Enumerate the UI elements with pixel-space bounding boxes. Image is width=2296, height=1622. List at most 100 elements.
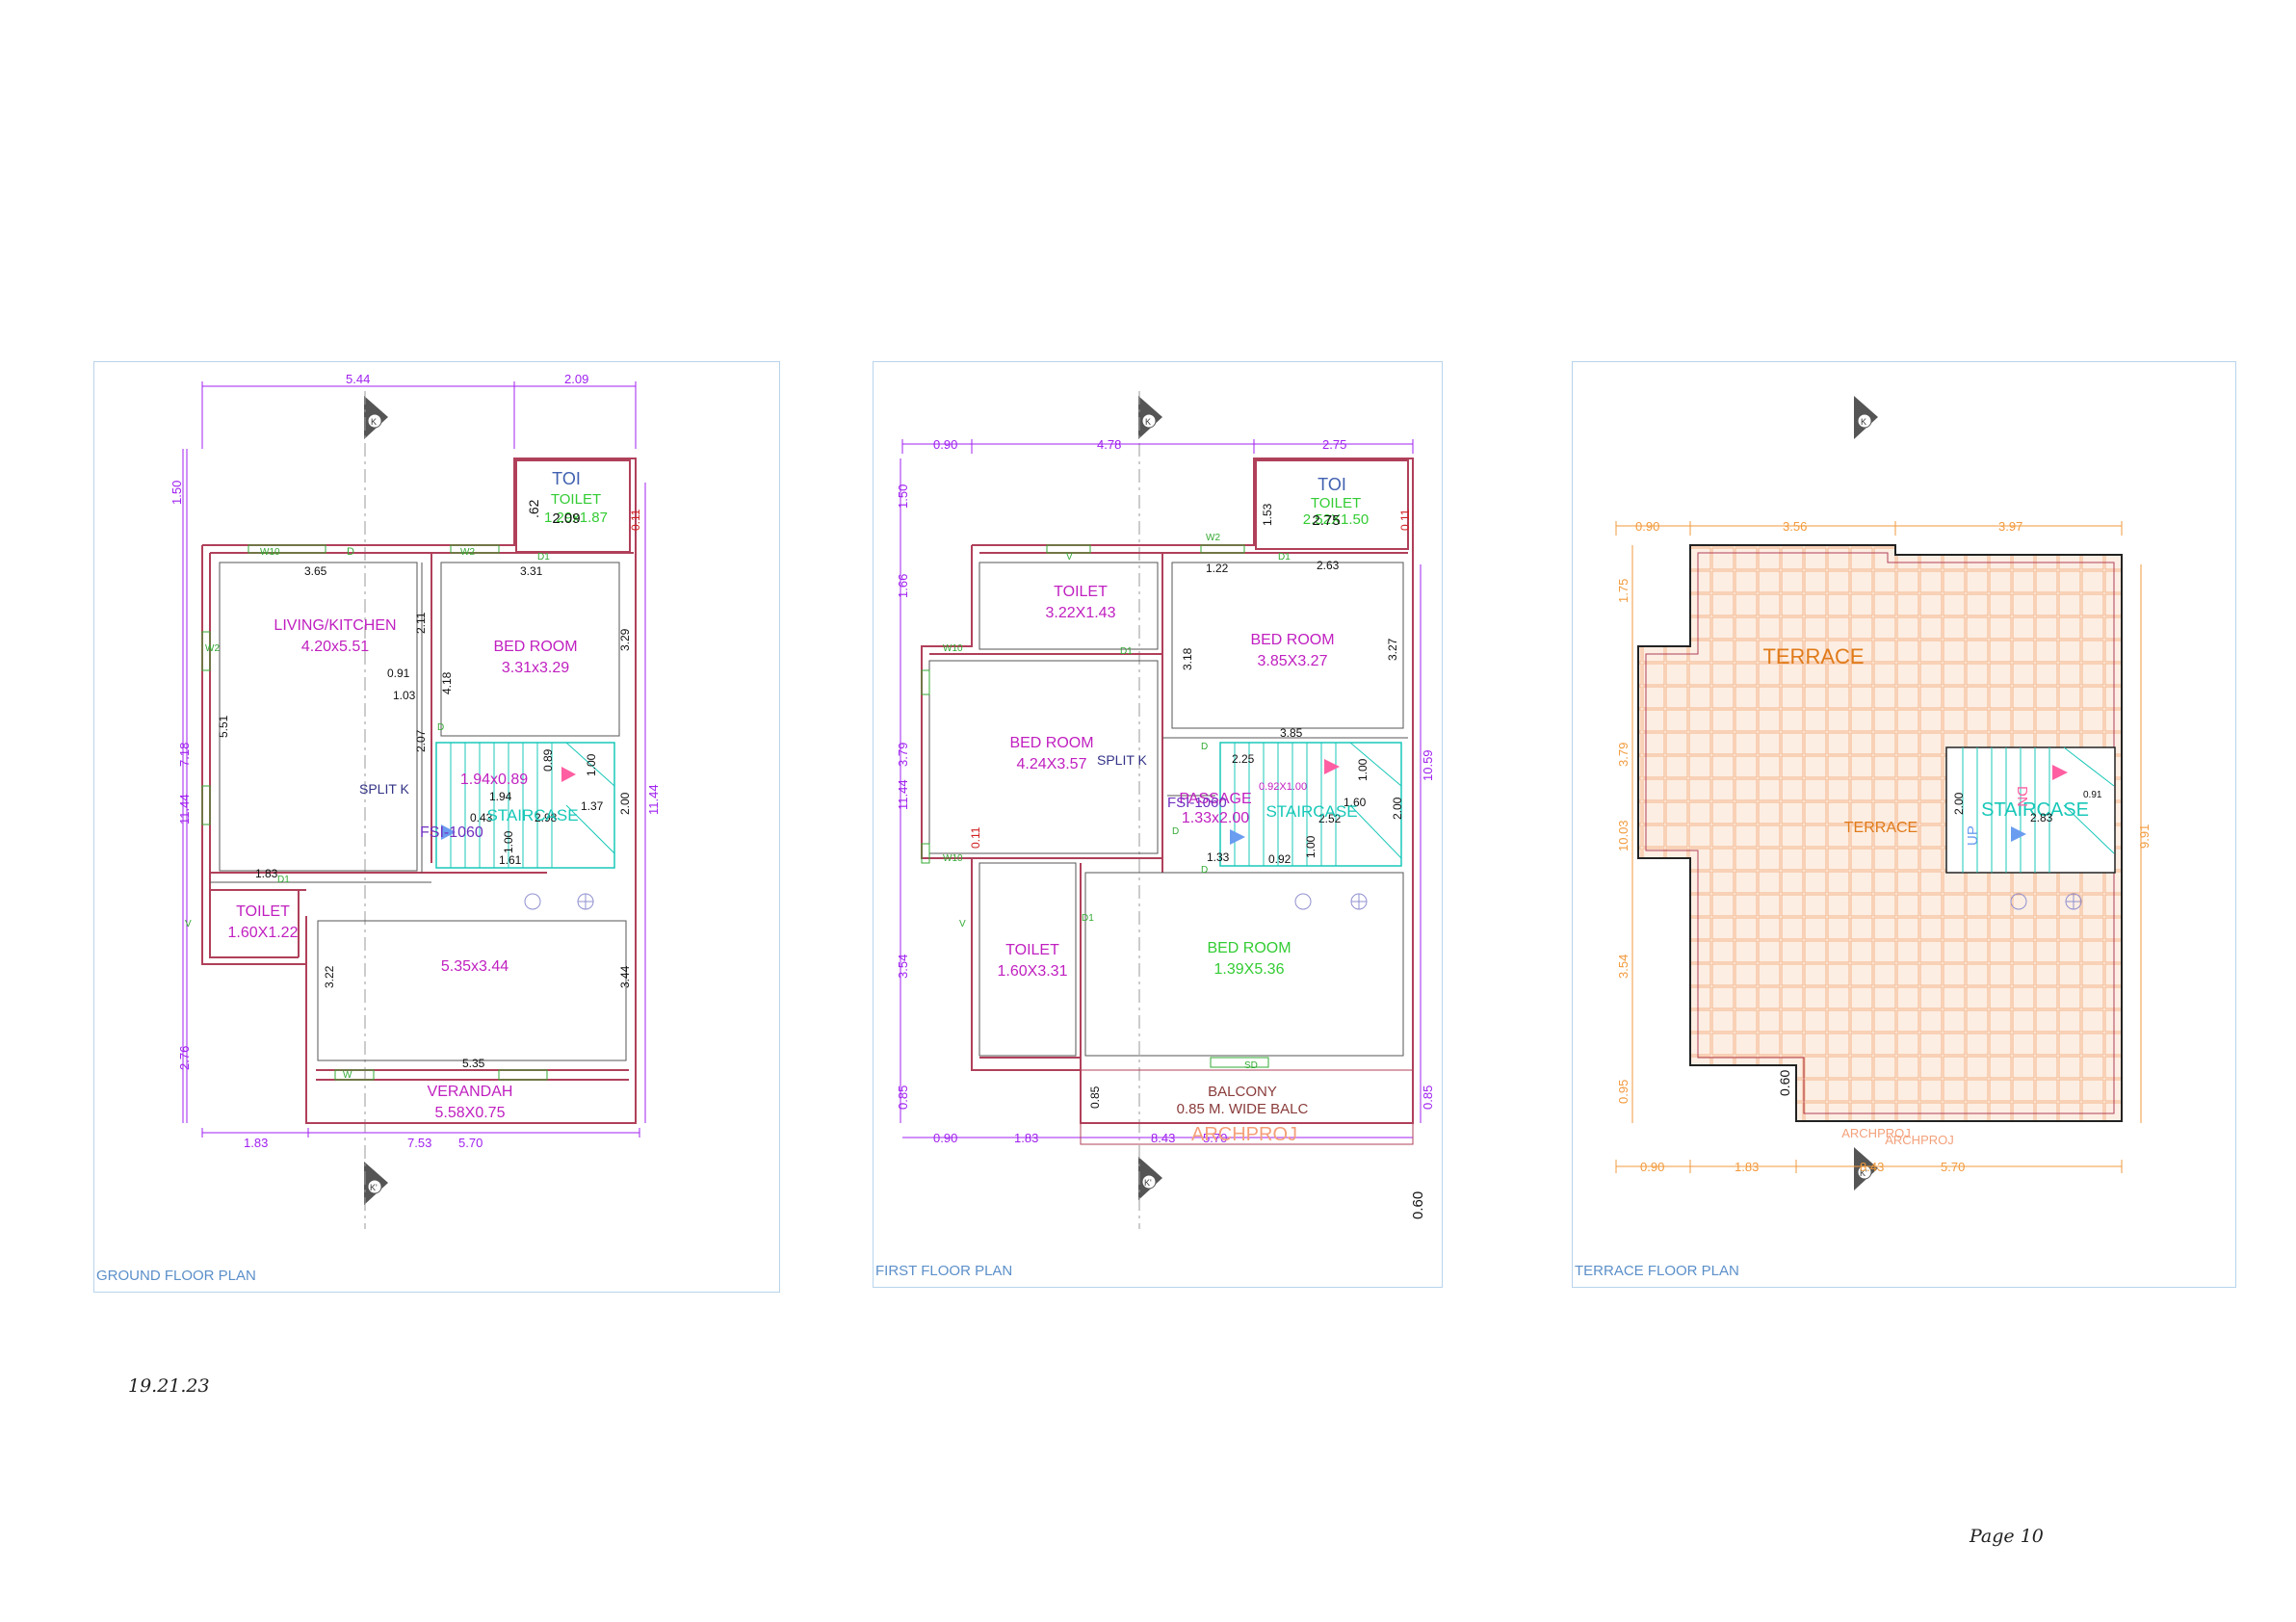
room-bed2-name: BED ROOM xyxy=(1009,735,1093,751)
room-hall-size: 5.35x3.44 xyxy=(441,958,509,975)
tag-w2-left: W2 xyxy=(205,643,220,654)
dim-2-83: 2.83 xyxy=(2030,811,2053,824)
dim-3-27: 3.27 xyxy=(1386,638,1399,661)
dim-0-91: 0.91 xyxy=(387,667,410,680)
walls xyxy=(201,458,637,1124)
tag-w2: W2 xyxy=(1206,533,1220,543)
room-living-size: 4.20x5.51 xyxy=(301,639,369,655)
openings xyxy=(921,544,1269,1068)
dim-left-3: 10.03 xyxy=(1616,820,1631,851)
dim-left-1: 1.50 xyxy=(170,481,184,505)
dim-0-11-b: 0.11 xyxy=(1398,509,1412,531)
terrace-area xyxy=(1637,544,2123,1122)
split-k-label: SPLIT K xyxy=(359,781,410,797)
top-toilet-size: 2.52X1.50 xyxy=(1303,511,1369,528)
dim-bottom-3: 8.43 xyxy=(1151,1131,1175,1145)
room-bed-size: 3.31x3.29 xyxy=(502,660,569,676)
dim-right-1: 10.59 xyxy=(1421,749,1435,781)
fixtures xyxy=(1294,893,1368,910)
dim-2-00: 2.00 xyxy=(1391,797,1404,820)
stair-label: STAIRCASE xyxy=(1265,802,1357,821)
passage-name: PASSAGE xyxy=(1179,791,1251,807)
stair-up-label: UP xyxy=(1965,825,1981,846)
dimension-lines xyxy=(182,381,646,1138)
north-marker-label: K xyxy=(1861,417,1866,427)
dim-left-4: 2.76 xyxy=(177,1046,192,1070)
dim-left-1: 1.75 xyxy=(1616,579,1631,603)
dim-top-1: 0.90 xyxy=(1635,519,1659,534)
dim-0-60: 0.60 xyxy=(1777,1070,1792,1096)
dim-0-85-inner: 0.85 xyxy=(1088,1086,1102,1109)
south-marker: K' xyxy=(1854,1147,1878,1190)
north-marker-label: K xyxy=(1145,417,1151,427)
room-bed1-name: BED ROOM xyxy=(1250,632,1334,648)
tag-w10-lower: W10 xyxy=(943,853,963,864)
stair-size: 1.94x0.89 xyxy=(460,772,528,788)
tag-d-b: D xyxy=(1201,865,1208,876)
south-marker: K' xyxy=(364,1162,388,1205)
dim-left-5: 3.54 xyxy=(896,955,910,979)
balcony-outline xyxy=(1080,1069,1414,1145)
dim-4-18: 4.18 xyxy=(440,671,454,694)
fsi-label: FSI-1060 xyxy=(420,824,483,841)
room-bed-name: BED ROOM xyxy=(493,639,577,655)
stair-label: STAIRCASE xyxy=(486,806,578,824)
dim-left-4: 3.54 xyxy=(1616,955,1631,979)
dim-1-94: 1.94 xyxy=(489,790,512,803)
tag-d1: D1 xyxy=(537,552,550,562)
dimension-lines xyxy=(1615,521,2142,1173)
dim-3-22: 3.22 xyxy=(323,965,336,988)
dim-3-29: 3.29 xyxy=(618,628,632,651)
north-marker: K xyxy=(1138,396,1162,439)
dim-1-61: 1.61 xyxy=(499,853,522,867)
dim-left-2: 7.18 xyxy=(177,743,192,767)
dim-right-2: 0.85 xyxy=(1421,1086,1435,1110)
dim-1-00-b: 1.00 xyxy=(1304,835,1318,858)
dim-bottom-2: 7.53 xyxy=(407,1136,431,1150)
balcony-name: BALCONY xyxy=(1208,1084,1277,1100)
dim-living-width: 3.65 xyxy=(304,564,327,578)
dim-bottom-2: 1.83 xyxy=(1014,1131,1038,1145)
north-marker: K xyxy=(364,396,388,439)
openings xyxy=(201,544,548,1081)
first-floor-plan-drawing: K K' 0.90 4.78 2.75 1.50 1.66 3.79 11.44… xyxy=(896,391,1435,1229)
inner-walls xyxy=(210,562,627,1061)
dim-1-60: 1.60 xyxy=(1344,796,1367,809)
dim-2-52: 2.52 xyxy=(1318,812,1342,825)
dim-0-43: 0.43 xyxy=(470,811,493,824)
dim-bottom-1: 0.90 xyxy=(1640,1160,1664,1174)
dim-2-00: 2.00 xyxy=(618,792,632,815)
dim-top-1: 5.44 xyxy=(346,372,370,386)
room-toilet1-name: TOILET xyxy=(1054,584,1108,600)
first-floor-title: FIRST FLOOR PLAN xyxy=(875,1263,1013,1279)
dim-left-2: 1.66 xyxy=(896,574,910,598)
fsi-label: FSI-1060 xyxy=(1167,795,1227,811)
dim-left-4: 11.44 xyxy=(896,779,910,810)
dim-bottom-2: 1.83 xyxy=(1735,1160,1759,1174)
room-bed1-size: 3.85X3.27 xyxy=(1258,653,1328,669)
ground-floor-plan-sheet: K K' 5.44 2.09 1.50 7.18 11.44 2.76 11.4… xyxy=(93,361,780,1293)
dim-0-91: 0.91 xyxy=(2083,790,2102,800)
dim-1-00-a: 1.00 xyxy=(585,753,598,776)
tag-d1-lower: D1 xyxy=(277,875,290,885)
fixtures xyxy=(524,893,594,910)
dim-bottom-4: 5.70 xyxy=(1203,1131,1227,1145)
dim-top-2: 4.78 xyxy=(1097,437,1121,452)
watermark: ARCHPROJ xyxy=(1191,1124,1297,1145)
room-toilet-name: TOILET xyxy=(236,903,290,920)
page-number: Page 10 xyxy=(1970,1526,2044,1547)
room-bed3-name: BED ROOM xyxy=(1207,940,1291,956)
watermark-1: ARCHPROJ xyxy=(1841,1126,1911,1140)
stair-dn-label: DN xyxy=(2014,786,2030,807)
staircase xyxy=(1945,746,2116,874)
walls xyxy=(921,458,1414,1124)
dim-1-00-b: 1.00 xyxy=(502,830,515,853)
tag-v-lower: V xyxy=(959,919,966,929)
dim-bottom-1: 0.90 xyxy=(933,1131,957,1145)
terrace-floor-plan-sheet: K K' 0.90 3.56 3.97 1.75 3.79 10.03 3.54… xyxy=(1572,361,2236,1288)
tag-w10: W10 xyxy=(943,643,963,654)
dim-left-3: 11.44 xyxy=(177,794,192,824)
dim-0-11: 0.11 xyxy=(629,509,642,531)
tag-d1-lower: D1 xyxy=(1082,913,1094,924)
dim-5-51: 5.51 xyxy=(217,715,230,738)
